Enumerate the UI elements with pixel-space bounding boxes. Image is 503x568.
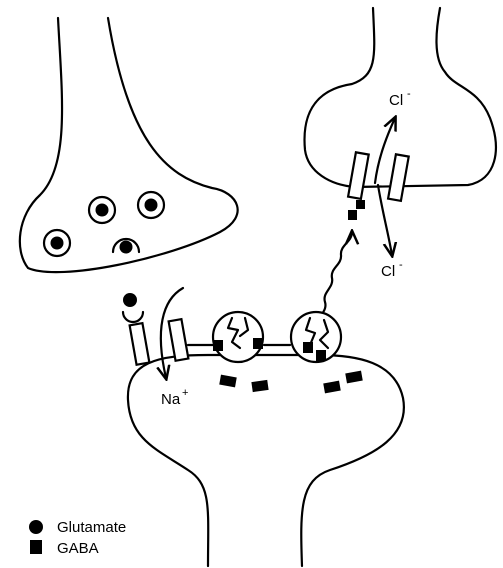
legend: Glutamate GABA: [29, 519, 126, 557]
upper-dendrite: Cl - Cl -: [305, 8, 496, 280]
postsynaptic-dendrite: Na +: [123, 288, 404, 566]
glutamate-legend-label: Glutamate: [57, 519, 126, 536]
metabotropic-receptor: [213, 312, 263, 362]
chloride-bottom-label: Cl: [381, 263, 395, 280]
gaba-molecule: [356, 200, 365, 209]
diffusion-wave-arrow: [319, 232, 352, 326]
glutamate-legend-icon: [29, 520, 43, 534]
gaba-molecule: [345, 371, 362, 384]
chloride-bottom-charge: -: [399, 259, 403, 271]
presynaptic-terminal: [20, 18, 238, 272]
gaba-legend-label: GABA: [57, 540, 99, 557]
gaba-molecule: [251, 380, 268, 392]
gaba-molecule: [213, 340, 223, 351]
gaba-molecule: [303, 342, 313, 353]
gaba-molecule: [323, 381, 340, 394]
glutamate-molecule: [123, 293, 137, 307]
sodium-charge: +: [182, 387, 188, 399]
synaptic-vesicle: [138, 192, 164, 218]
gaba-legend-icon: [30, 540, 42, 554]
gaba-molecule: [253, 338, 263, 349]
sodium-label: Na: [161, 391, 181, 408]
synaptic-vesicle: [89, 197, 115, 223]
gaba-molecule: [316, 350, 326, 361]
glutamate-receptor-channel: [123, 293, 188, 365]
synaptic-vesicle: [44, 230, 70, 256]
chloride-top-label: Cl: [389, 92, 403, 109]
metabotropic-receptor: [291, 312, 341, 362]
docked-vesicle: [113, 239, 139, 254]
gaba-molecule: [348, 210, 357, 220]
chloride-top-charge: -: [407, 88, 411, 100]
gaba-molecule: [219, 375, 236, 388]
